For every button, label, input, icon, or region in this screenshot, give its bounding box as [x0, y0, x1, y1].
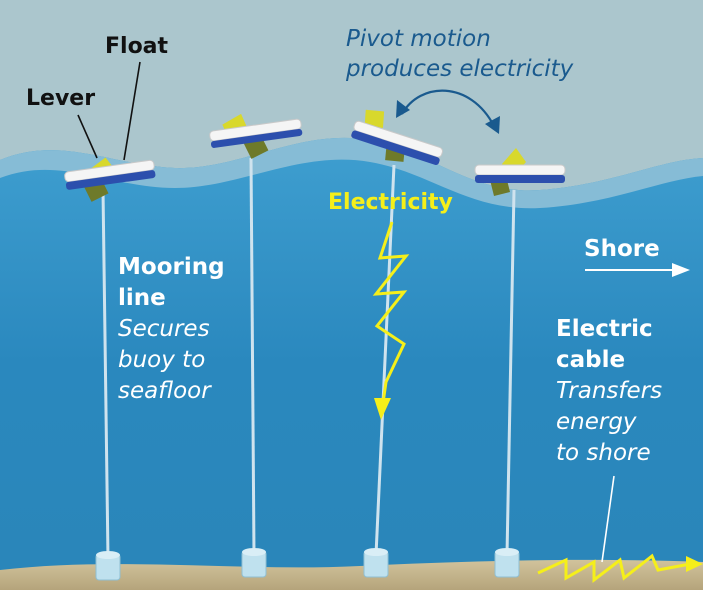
mooring-line-1 [101, 189, 110, 559]
pivot-arrow [396, 89, 500, 134]
lever-pointer [77, 114, 98, 159]
mooring-line-title-2: line [118, 285, 166, 311]
lever-3 [364, 109, 385, 128]
shore-label: Shore [584, 236, 660, 262]
mooring-line-desc-1: Secures [118, 316, 210, 342]
float-label: Float [105, 34, 169, 59]
sea [0, 137, 703, 590]
anchor-2 [241, 548, 267, 578]
lever-label: Lever [26, 86, 96, 111]
float-1 [64, 159, 155, 183]
electric-cable-title-2: cable [556, 347, 626, 373]
float-3 [353, 120, 443, 158]
electricity-zigzag [372, 221, 410, 420]
mooring-line-title-1: Mooring [118, 254, 225, 280]
float-pointer [123, 61, 141, 161]
mooring-line-2 [249, 157, 256, 556]
float-4 [474, 164, 566, 176]
pivot-motion-line2: produces electricity [346, 56, 574, 82]
buoy-3 [351, 109, 443, 165]
mooring-line-desc-3: seafloor [118, 378, 211, 404]
anchor-1 [95, 551, 121, 581]
anchor-4 [494, 548, 520, 578]
anchor-3 [363, 548, 389, 578]
shore-arrow [585, 263, 690, 277]
mooring-line-4 [505, 189, 516, 556]
seafloor [0, 559, 703, 590]
electric-cable-desc-1: Transfers [556, 378, 663, 404]
electric-cable-desc-2: energy [556, 409, 637, 435]
cable-pointer [601, 475, 615, 563]
seafloor-electricity [537, 553, 703, 584]
mooring-line-3 [374, 164, 396, 556]
electric-cable-title-1: Electric [556, 316, 653, 342]
buoy-2 [209, 113, 303, 159]
electricity-label: Electricity [328, 190, 453, 215]
electric-cable-desc-3: to shore [556, 440, 651, 466]
mooring-line-desc-2: buoy to [118, 347, 206, 373]
wave-crest [0, 137, 703, 209]
buoy-4 [474, 148, 566, 196]
pivot-motion-line1: Pivot motion [346, 26, 491, 52]
float-2 [209, 118, 302, 142]
buoy-1 [64, 157, 156, 202]
